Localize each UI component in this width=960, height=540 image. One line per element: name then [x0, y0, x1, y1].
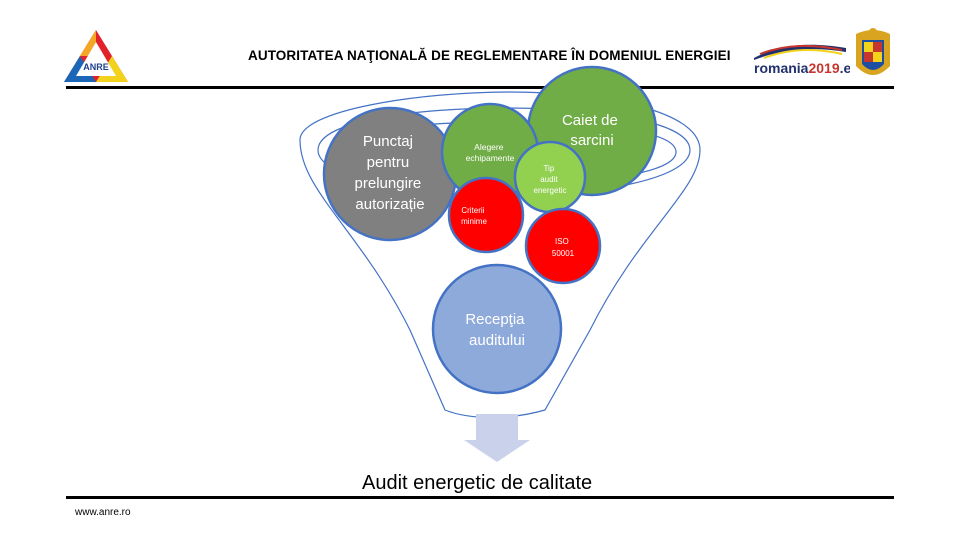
- circle-iso-line-2: 50001: [552, 249, 575, 258]
- circle-alegere-line-1: Alegere: [474, 142, 504, 152]
- svg-text:ANRE: ANRE: [83, 62, 109, 72]
- circle-caiet-line-1: Caiet de: [562, 112, 618, 129]
- circle-receptia-auditului: Recepţia auditului: [431, 263, 563, 395]
- circle-punctaj-line-2: pentru: [367, 154, 410, 171]
- circle-punctaj-line-4: autorizație: [355, 196, 424, 213]
- circle-iso-50001: ISO 50001: [524, 207, 602, 285]
- circle-criterii-minime: Criterii minime: [447, 176, 525, 254]
- circle-receptia-line-2: auditului: [469, 332, 525, 349]
- circle-punctaj-line-3: prelungire: [355, 175, 422, 192]
- circle-caiet-line-2: sarcini: [570, 132, 613, 149]
- circle-tip-line-1: Tip: [543, 164, 554, 173]
- svg-text:Caiet de sarcini: Caiet de sarcini: [562, 112, 622, 149]
- circle-alegere-line-2: echipamente: [466, 153, 515, 163]
- header-divider: [66, 86, 894, 89]
- funnel-outline: [299, 91, 701, 419]
- svg-text:Alegere echipamente: Alegere echipamente: [466, 142, 515, 163]
- svg-text:Recepţia auditului: Recepţia auditului: [465, 311, 528, 349]
- romania-coat-of-arms: [850, 26, 896, 86]
- result-label: Audit energetic de calitate: [362, 472, 593, 494]
- circle-tip-line-2: audit: [540, 175, 558, 184]
- circle-iso-line-1: ISO: [555, 237, 569, 246]
- circle-tip-line-3: energetic: [534, 186, 567, 195]
- svg-text:Punctaj pentru pre: Punctaj pentru prelungire autorizație: [355, 133, 426, 213]
- anre-triangle-icon: ANRE: [64, 30, 128, 82]
- circle-criterii-line-1: Criterii: [461, 206, 484, 215]
- footer-url: www.anre.ro: [75, 507, 131, 518]
- down-arrow-icon: [464, 414, 530, 462]
- circle-punctaj: Punctaj pentru prelungire autorizație: [322, 106, 458, 242]
- coat-of-arms-icon: [850, 26, 896, 86]
- circle-criterii-line-2: minime: [461, 217, 487, 226]
- svg-text:Criterii minime: Criterii minime: [461, 206, 487, 226]
- page-title: AUTORITATEA NAŢIONALĂ DE REGLEMENTARE ÎN…: [248, 48, 731, 63]
- footer-divider: [66, 496, 894, 499]
- svg-text:ISO 50001: ISO 50001: [552, 237, 575, 258]
- circle-receptia-line-1: Recepţia: [465, 311, 525, 328]
- flag-swoosh-icon: [754, 44, 846, 60]
- svg-text:Tip audit energeti: Tip audit energetic: [534, 164, 567, 195]
- anre-logo: ANRE: [60, 26, 132, 86]
- circle-tip-audit: Tip audit energetic: [513, 140, 587, 214]
- circle-punctaj-line-1: Punctaj: [363, 133, 413, 150]
